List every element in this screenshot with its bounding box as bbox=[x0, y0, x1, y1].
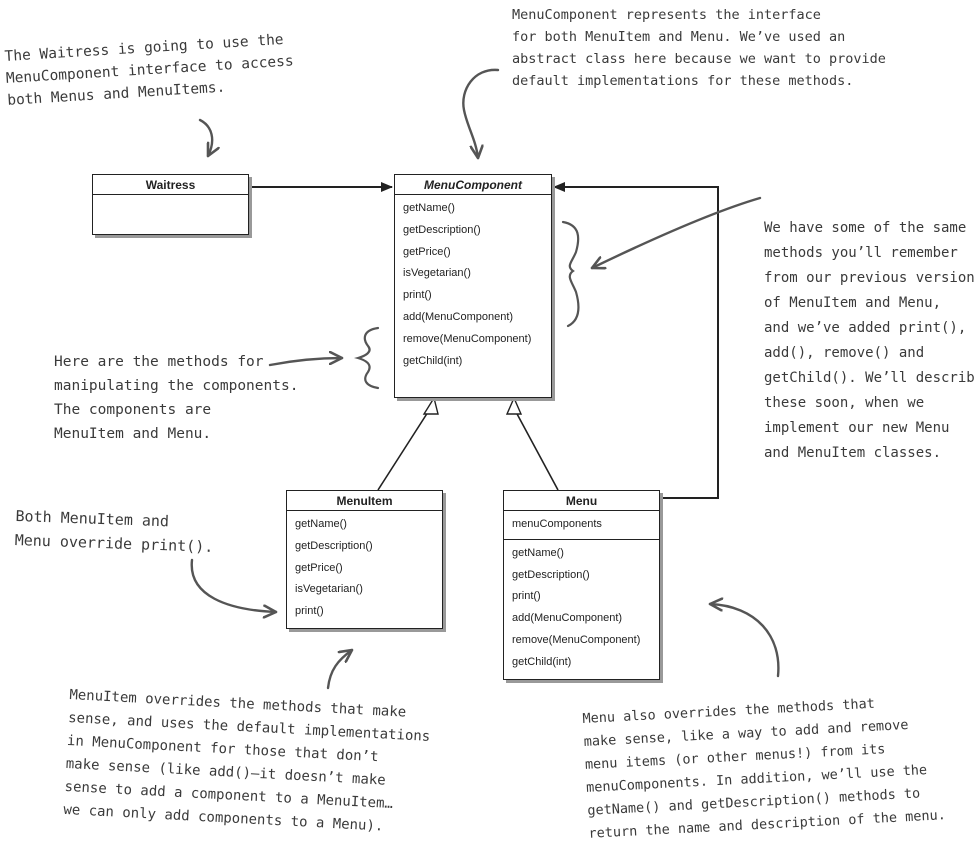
note-line: of MenuItem and Menu, bbox=[764, 295, 942, 311]
attribute-list: menuComponents bbox=[504, 511, 659, 539]
note-line: manipulating the components. bbox=[54, 378, 299, 394]
method: getName() bbox=[403, 202, 455, 214]
note-line: We have some of the same bbox=[764, 220, 967, 236]
menuitem-overrides-note-arrow bbox=[326, 650, 352, 690]
method: getName() bbox=[295, 518, 347, 530]
method: isVegetarian() bbox=[295, 583, 363, 596]
menuitem-overrides-note: MenuItem overrides the methods that make… bbox=[63, 684, 432, 841]
waitress-note-arrow bbox=[198, 118, 212, 156]
menu-inheritance-triangle bbox=[505, 396, 523, 415]
note-line: implement our new Menu bbox=[764, 420, 950, 436]
menu-to-menucomponent-arrow bbox=[553, 182, 719, 499]
menucomponent-note: MenuComponent represents the interface f… bbox=[512, 4, 886, 92]
method: print() bbox=[295, 605, 324, 618]
note-line: abstract class here because we want to p… bbox=[512, 51, 886, 67]
menu-class: Menu menuComponents getName() getDescrip… bbox=[503, 490, 660, 680]
same-methods-note-arrow bbox=[592, 196, 762, 268]
method-list: getName() getDescription() print() add(M… bbox=[504, 538, 659, 677]
waitress-class: Waitress bbox=[92, 174, 249, 235]
method: getDescription() bbox=[403, 223, 481, 236]
class-name: Menu bbox=[504, 491, 659, 511]
menuitem-class: MenuItem getName() getDescription() getP… bbox=[286, 490, 443, 629]
menucomponent-note-arrow bbox=[462, 68, 500, 158]
note-line: getChild(). We’ll describe bbox=[764, 370, 975, 386]
method-list: getName() getDescription() getPrice() is… bbox=[395, 195, 551, 375]
note-line: default implementations for these method… bbox=[512, 73, 854, 89]
method: remove(MenuComponent) bbox=[403, 332, 532, 345]
note-line: add(), remove() and bbox=[764, 345, 925, 361]
method: add(MenuComponent) bbox=[403, 310, 514, 323]
note-line: from our previous versions bbox=[764, 270, 975, 286]
note-line: these soon, when we bbox=[764, 395, 925, 411]
menuitem-inheritance-line bbox=[377, 411, 429, 491]
method: add(MenuComponent) bbox=[512, 612, 623, 625]
class-name: MenuItem bbox=[287, 491, 442, 511]
manipulating-note: Here are the methods for manipulating th… bbox=[54, 350, 298, 446]
note-line: MenuComponent represents the interface bbox=[512, 7, 821, 23]
method: getChild(int) bbox=[512, 655, 572, 668]
menu-inheritance-line bbox=[515, 411, 559, 491]
method: getDescription() bbox=[295, 539, 373, 552]
brace-original-methods bbox=[561, 220, 580, 328]
override-print-note: Both MenuItem and Menu override print(). bbox=[14, 504, 214, 559]
method: remove(MenuComponent) bbox=[512, 633, 641, 646]
method: getName() bbox=[512, 546, 564, 559]
note-line: for both MenuItem and Menu. We’ve used a… bbox=[512, 29, 846, 45]
note-line: MenuItem and Menu. bbox=[54, 426, 212, 442]
brace-component-methods bbox=[353, 326, 380, 390]
attribute: menuComponents bbox=[512, 518, 602, 530]
note-line: The components are bbox=[54, 402, 212, 418]
note-line: and MenuItem classes. bbox=[764, 445, 942, 461]
manipulating-note-arrow bbox=[268, 358, 342, 367]
menucomponent-class: MenuComponent getName() getDescription()… bbox=[394, 174, 552, 398]
method: getDescription() bbox=[512, 568, 590, 581]
method: isVegetarian() bbox=[403, 267, 471, 280]
class-name: Waitress bbox=[93, 175, 248, 195]
method-list: getName() getDescription() getPrice() is… bbox=[287, 511, 442, 626]
method: print() bbox=[403, 289, 432, 302]
override-print-note-arrow bbox=[190, 558, 276, 612]
same-methods-note: We have some of the same methods you’ll … bbox=[764, 216, 975, 466]
method: getPrice() bbox=[295, 561, 343, 574]
note-line: Here are the methods for bbox=[54, 354, 264, 370]
class-name: MenuComponent bbox=[395, 175, 551, 195]
method: print() bbox=[512, 590, 541, 603]
method: getPrice() bbox=[403, 245, 451, 258]
menuitem-inheritance-triangle bbox=[422, 396, 439, 415]
method: getChild(int) bbox=[403, 354, 463, 367]
menu-overrides-note: Menu also overrides the methods that mak… bbox=[582, 689, 946, 846]
note-line: and we’ve added print(), bbox=[764, 320, 967, 336]
note-line: methods you’ll remember bbox=[764, 245, 958, 261]
menu-overrides-note-arrow bbox=[710, 604, 780, 678]
